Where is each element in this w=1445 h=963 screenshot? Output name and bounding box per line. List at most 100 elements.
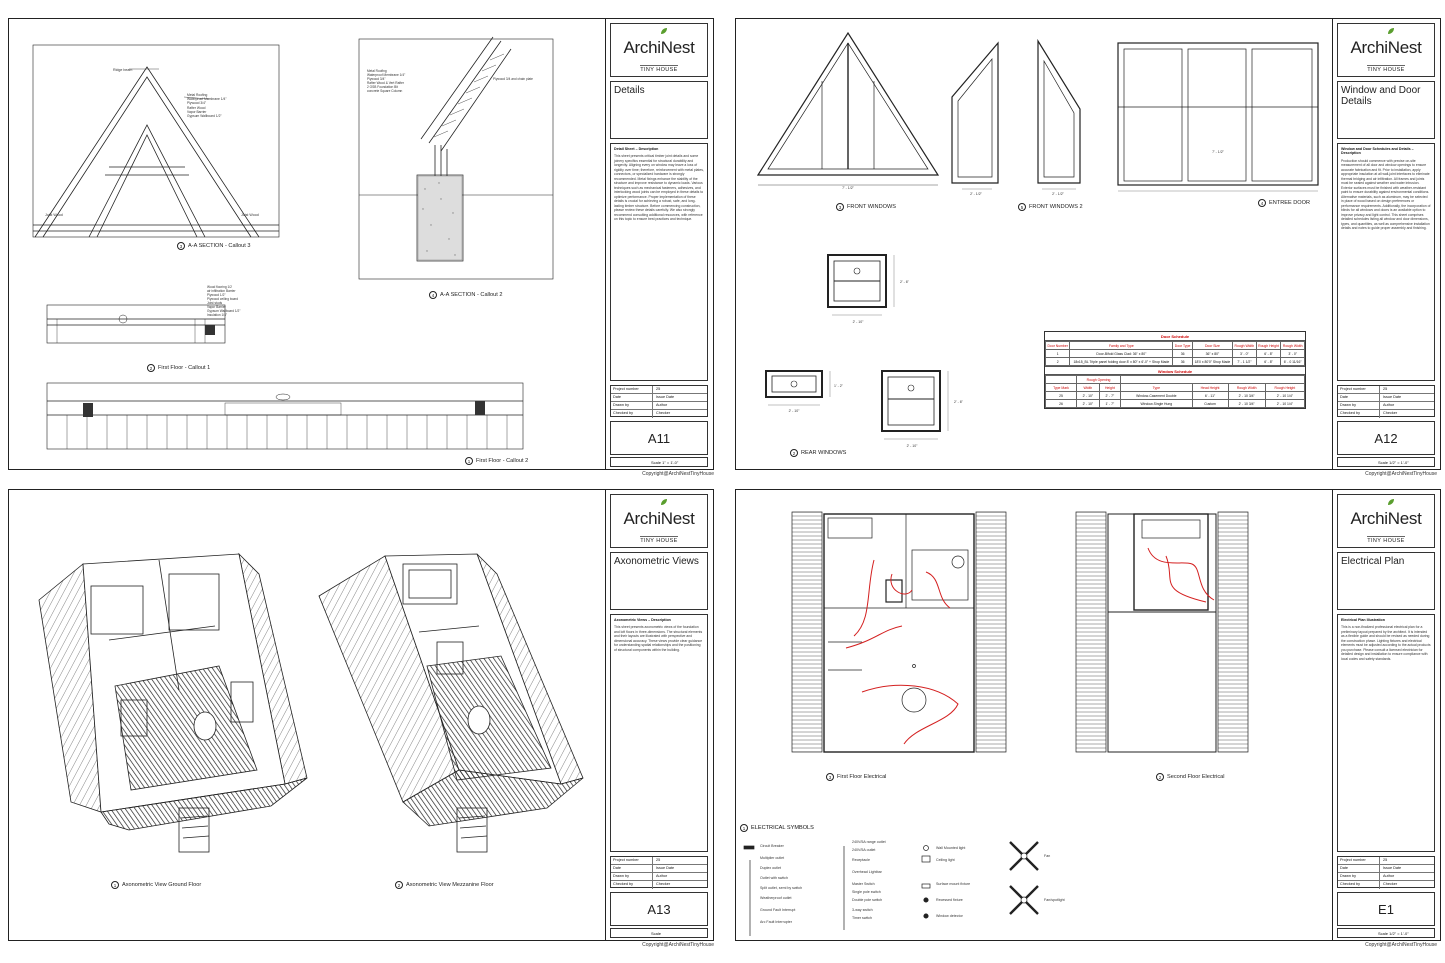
svg-text:2' - 10": 2' - 10" [853, 320, 865, 324]
view-label-second-floor-electrical: 2 Second Floor Electrical [1156, 773, 1225, 781]
leaf-icon [661, 499, 667, 505]
sheet-scale: Scale [610, 928, 708, 938]
brand-logo: ArchiNest TINY HOUSE [1337, 494, 1435, 548]
brand-name: ArchiNest [1350, 509, 1422, 528]
leaf-icon [661, 28, 667, 34]
axonometric-drawing [38, 552, 584, 853]
brand-name: ArchiNest [623, 38, 695, 57]
view-label-section-callout-3: 3 A-A SECTION - Callout 3 [177, 242, 250, 250]
table-group-row: Rough Opening [1044, 375, 1305, 384]
legend-item: Circuit Breaker [760, 844, 784, 848]
legend-item: 240V/5A outlet [852, 848, 876, 852]
table-row: 2 18x15_BL Triple panel folding door 8' … [1044, 357, 1305, 366]
view-label-rear-windows: 2 REAR WINDOWS [790, 449, 846, 457]
copyright: Copyright@ArchiNestTinyHouse [1365, 942, 1437, 948]
door-schedule: Door Schedule Door Number Family and Typ… [1044, 331, 1306, 409]
sheet-a13: 1 Axonometric View Ground Floor 2 Axonom… [0, 481, 722, 962]
legend-item: Outlet with switch [760, 876, 788, 880]
legend-item: Fan [1044, 854, 1051, 858]
drawing-area: 3 First Floor Electrical 2 Second Floor … [736, 490, 1330, 939]
sheet-number: A13 [610, 892, 708, 926]
sheet-number: E1 [1337, 892, 1435, 926]
note-detail2-layers: Metal Roofing Waterproof Membrane 1/4" P… [367, 69, 406, 94]
legend-item: Single pole switch [852, 890, 881, 894]
table-row: 26 2' - 10" 1' - 7" Window-Single Hung C… [1044, 399, 1306, 408]
title-block: ArchiNest TINY HOUSE Axonometric Views A… [605, 490, 713, 940]
legend-item: Double pole switch [852, 898, 883, 902]
view-label-axonometric-mezzanine: 2 Axonometric View Mezzanine Floor [395, 881, 494, 889]
sheet-scale: Scale 1/2" = 1'-0" [1337, 928, 1435, 938]
legend-item: 3-way switch [852, 908, 873, 912]
legend-item: Weatherproof outlet [760, 896, 792, 900]
view-label-floor-callout-2: 1 First Floor - Callout 2 [465, 457, 528, 465]
legend-item: Recessed fixture [936, 898, 963, 902]
legend-item: Receptacle [852, 858, 870, 862]
leaf-icon [1388, 28, 1394, 34]
note-joist-right: Joist Wood [241, 213, 259, 217]
svg-text:2' - 6": 2' - 6" [954, 400, 964, 404]
svg-text:7' - 1/2": 7' - 1/2" [842, 186, 855, 190]
legend-item: Wall Mounted light [936, 846, 966, 850]
view-label-entree-door: 4 ENTREE DOOR [1258, 199, 1310, 207]
sheet-title: Window and Door Details [1337, 81, 1435, 139]
description-heading: Window and Door Schedules and Details – … [1341, 147, 1414, 156]
drawing-area: 1 Axonometric View Ground Floor 2 Axonom… [9, 490, 603, 939]
brand-logo: ArchiNest TINY HOUSE [610, 494, 708, 548]
sheet-title: Axonometric Views [610, 552, 708, 610]
table-row: 25 2' - 10" 2' - 7" Window-Casement Doub… [1044, 391, 1306, 400]
legend-item: Timer switch [852, 916, 873, 920]
sheet-description: Axonometric Views – Description This she… [610, 614, 708, 852]
svg-text:2' - 1/2": 2' - 1/2" [970, 192, 983, 196]
note-ridge: Ridge beam [113, 68, 133, 72]
leaf-icon [1388, 499, 1394, 505]
note-roof-layers: Metal Roofing Waterproof Membrane 1/4" P… [187, 93, 227, 119]
sheet-description: Detail Sheet – Description This sheet pr… [610, 143, 708, 381]
table-row: 1 Door-Bifold Glass Clad: 36" x 80" 36 3… [1044, 349, 1305, 358]
brand-logo: ArchiNest TINY HOUSE [610, 23, 708, 77]
svg-text:2' - 6": 2' - 6" [900, 280, 910, 284]
note-detail2-b: Plywood 3/4 and chain plate [493, 77, 533, 81]
table-header-row: Type Mark Width Height Type Head Height … [1044, 383, 1306, 392]
svg-text:2' - 10": 2' - 10" [789, 409, 801, 413]
description-text: This is a non-finalized professional ele… [1341, 625, 1431, 661]
legend-item: Ceiling light [936, 858, 955, 862]
brand-tagline: TINY HOUSE [640, 65, 678, 73]
brand-logo: ArchiNest TINY HOUSE [1337, 23, 1435, 77]
svg-text:2' - 10": 2' - 10" [907, 444, 919, 448]
legend-item: Ground Fault Interrupt [760, 908, 796, 912]
sheet-title: Electrical Plan [1337, 552, 1435, 610]
sheet-frame: Ridge beam Metal Roofing Waterproof Memb… [8, 18, 714, 470]
description-text: Production should commence with precise … [1341, 158, 1431, 231]
copyright: Copyright@ArchiNestTinyHouse [642, 471, 714, 477]
sheet-scale: Scale 1/2" = 1'-0" [1337, 457, 1435, 467]
view-label-section-callout-2: 4 A-A SECTION - Callout 2 [429, 291, 502, 299]
svg-text:7' - 1/2": 7' - 1/2" [1212, 150, 1225, 154]
legend-item: Master Switch [852, 882, 875, 886]
legend-item: Overhead Lightbar [852, 870, 882, 874]
window-schedule-table: Rough Opening Type Mark Width Height Typ… [1044, 375, 1306, 408]
sheet-frame: 1 Axonometric View Ground Floor 2 Axonom… [8, 489, 714, 941]
drawing-area: 7' - 1/2" 2' - 1/2" 2' - 1/2" 7' - 1/2" … [736, 19, 1330, 468]
view-label-front-windows-2: 5 FRONT WINDOWS 2 [1018, 203, 1083, 211]
window-door-drawing: 7' - 1/2" 2' - 1/2" 2' - 1/2" 7' - 1/2" … [756, 31, 1319, 448]
view-label-front-windows: 3 FRONT WINDOWS [836, 203, 896, 211]
brand-name: ArchiNest [1350, 38, 1422, 57]
svg-text:2' - 1/2": 2' - 1/2" [1052, 192, 1065, 196]
description-text: This sheet presents critical timber join… [614, 154, 704, 222]
legend-item: Split outlet, semi by switch [760, 886, 803, 890]
svg-text:1' - 2": 1' - 2" [834, 384, 844, 388]
sheet-number: A11 [610, 421, 708, 455]
